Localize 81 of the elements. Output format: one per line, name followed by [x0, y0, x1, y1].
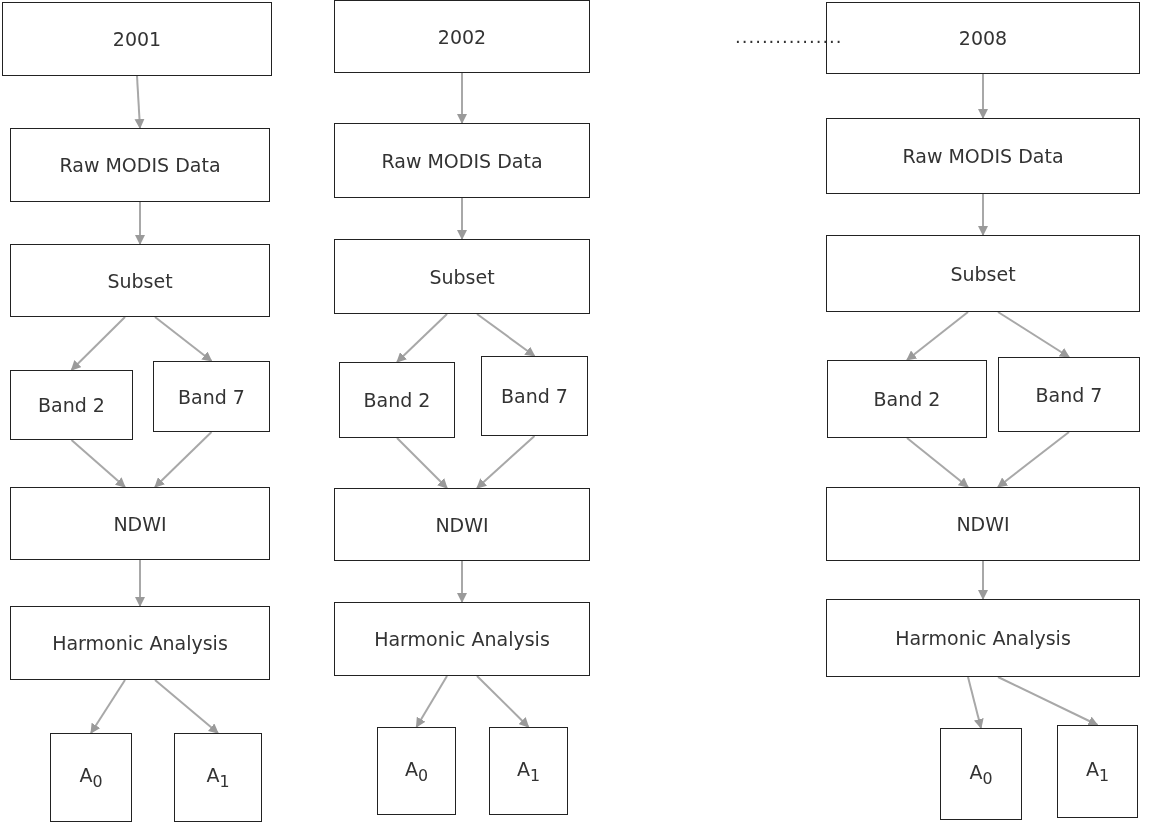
arrow: [476, 675, 530, 728]
box-label: Band 2: [362, 389, 432, 411]
process-box: [334, 0, 590, 73]
process-box: [10, 128, 270, 202]
process-box: [334, 602, 590, 676]
arrow: [70, 316, 126, 371]
box-label: Band 7: [177, 385, 246, 408]
box-label: 2008: [957, 27, 1009, 49]
arrow: [396, 437, 448, 489]
box-label: NDWI: [112, 512, 168, 535]
arrow: [396, 313, 448, 363]
arrow: [135, 201, 145, 245]
arrow: [997, 431, 1070, 488]
box-label: Harmonic Analysis: [373, 628, 551, 650]
arrow: [978, 560, 988, 600]
ellipsis-text: ................: [735, 26, 843, 47]
process-box: [174, 733, 262, 822]
process-box: [153, 361, 270, 432]
process-box: [334, 239, 590, 314]
arrow: [978, 73, 988, 119]
process-box: [10, 487, 270, 560]
box-label: A$_{0}$: [403, 757, 430, 785]
box-label: A$_{1}$: [205, 764, 231, 791]
process-box: [826, 118, 1140, 194]
box-label: Band 2: [872, 388, 942, 410]
arrow: [154, 316, 213, 362]
arrow: [154, 431, 213, 488]
box-label: A$_{1}$: [1084, 758, 1111, 785]
arrow: [457, 560, 467, 603]
arrow: [997, 676, 1099, 726]
arrow: [154, 679, 219, 734]
box-label: Harmonic Analysis: [51, 632, 229, 654]
arrow: [135, 559, 145, 607]
box-label: Harmonic Analysis: [894, 627, 1072, 649]
box-label: 2002: [436, 25, 488, 48]
arrow: [415, 675, 448, 728]
process-box: [827, 360, 987, 438]
box-label: A$_{0}$: [968, 760, 994, 788]
box-label: A$_{0}$: [78, 764, 104, 791]
process-box: [339, 362, 455, 438]
arrow: [997, 311, 1070, 358]
process-box: [940, 728, 1022, 820]
arrow: [967, 676, 984, 729]
box-label: Raw MODIS Data: [380, 149, 544, 172]
box-label: Band 7: [1034, 383, 1104, 406]
arrow: [457, 72, 467, 124]
box-label: Subset: [949, 262, 1017, 285]
process-box: [50, 733, 132, 822]
arrow: [70, 439, 126, 488]
process-box: [10, 606, 270, 680]
box-label: A$_{1}$: [515, 757, 542, 785]
arrow: [134, 75, 145, 129]
process-box: [826, 487, 1140, 561]
process-box: [334, 123, 590, 198]
arrow: [90, 679, 126, 734]
box-label: NDWI: [434, 513, 490, 536]
process-box: [1057, 725, 1138, 818]
process-box: [481, 356, 588, 436]
box-label: Subset: [428, 265, 496, 288]
process-box: [826, 599, 1140, 677]
process-box: [2, 2, 272, 76]
arrow: [906, 437, 969, 488]
process-box: [998, 357, 1140, 432]
box-label: Subset: [106, 269, 174, 292]
box-label: 2001: [111, 28, 163, 50]
box-label: Band 7: [500, 385, 569, 407]
process-box: [10, 244, 270, 317]
process-box: [10, 370, 133, 440]
process-box: [334, 488, 590, 561]
arrow: [978, 193, 988, 236]
arrow: [476, 313, 536, 357]
arrow: [457, 197, 467, 240]
box-label: Band 2: [37, 394, 106, 416]
process-box: [826, 235, 1140, 312]
process-box: [489, 727, 568, 815]
box-label: Raw MODIS Data: [901, 145, 1065, 167]
process-box: [377, 727, 456, 815]
arrow: [906, 311, 969, 361]
arrow: [476, 435, 536, 489]
box-label: NDWI: [955, 513, 1011, 535]
box-label: Raw MODIS Data: [58, 154, 222, 176]
